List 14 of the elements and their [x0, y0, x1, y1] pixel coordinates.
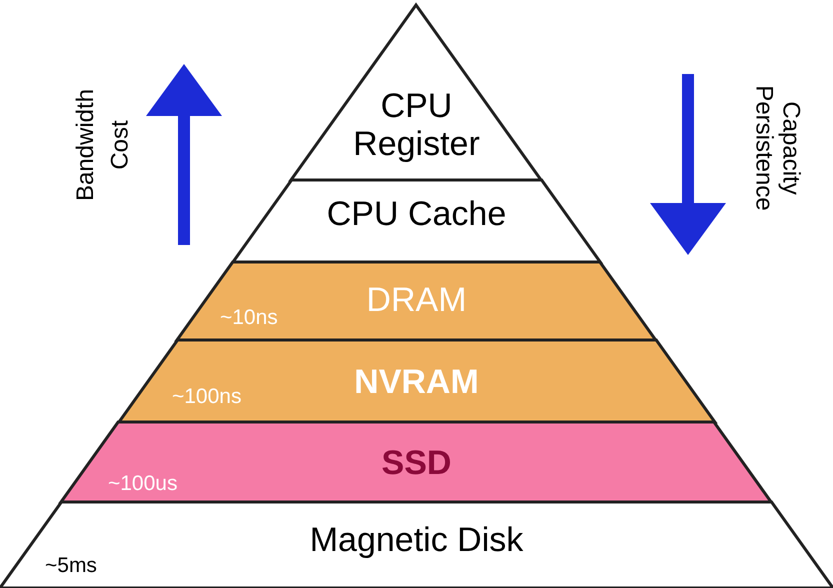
layer-label: DRAM [365, 281, 468, 319]
latency-label: ~5ms [45, 554, 97, 578]
axis-label: Cost [106, 120, 134, 170]
layer-label: NVRAM [353, 363, 480, 401]
axis-label: Persistence [749, 85, 778, 211]
layer-label: Magnetic Disk [308, 521, 524, 559]
layer-label: SSD [380, 444, 452, 482]
layer-label: CPU Register [352, 87, 481, 163]
axis-label: Bandwidth [72, 88, 100, 202]
latency-label: ~100us [108, 472, 178, 496]
layer-label: CPU Cache [326, 195, 508, 233]
latency-label: ~100ns [172, 385, 242, 409]
axis-label: Capacity [776, 101, 804, 195]
latency-label: ~10ns [220, 306, 278, 330]
